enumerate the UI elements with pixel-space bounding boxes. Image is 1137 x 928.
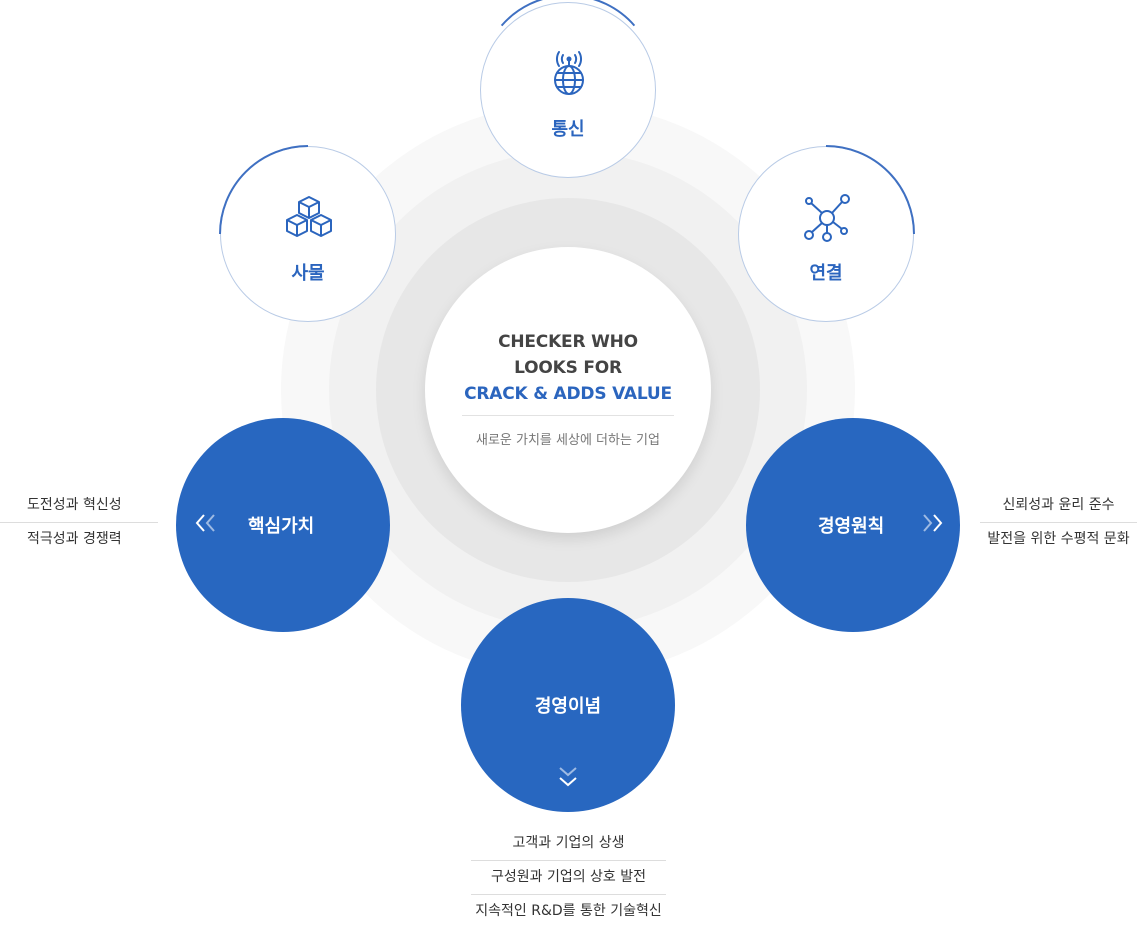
management-philosophy-list: 고객과 기업의 상생 구성원과 기업의 상호 발전 지속적인 R&D를 통한 기… — [471, 827, 666, 928]
list-item: 도전성과 혁신성 — [27, 497, 122, 513]
list-divider — [0, 522, 158, 523]
list-item: 발전을 위한 수평적 문화 — [987, 531, 1130, 547]
antenna-globe-icon — [554, 51, 584, 95]
chevron-down-icon — [559, 767, 577, 787]
network-nodes-icon — [804, 194, 850, 242]
node-things: 사물 — [219, 145, 396, 322]
list-divider — [471, 894, 666, 895]
list-divider — [471, 860, 666, 861]
node-connection: 연결 — [738, 145, 915, 322]
center-line-1: CHECKER WHO — [498, 332, 638, 352]
pillar-core-values-label: 핵심가치 — [248, 516, 315, 537]
list-item: 구성원과 기업의 상호 발전 — [490, 869, 647, 885]
core-values-list: 도전성과 혁신성 적극성과 경쟁력 — [0, 489, 158, 556]
pillar-management-philosophy-label: 경영이념 — [534, 696, 602, 717]
node-communication-label: 통신 — [551, 119, 585, 140]
list-divider — [980, 522, 1137, 523]
center-divider — [462, 415, 674, 416]
pillar-management-philosophy[interactable]: 경영이념 — [461, 598, 675, 812]
management-principles-list: 신뢰성과 윤리 준수 발전을 위한 수평적 문화 — [980, 489, 1137, 556]
pillar-core-values[interactable]: 핵심가치 — [176, 418, 390, 632]
center-subtitle: 새로운 가치를 세상에 더하는 기업 — [476, 433, 660, 448]
center-core: CHECKER WHO LOOKS FOR CRACK & ADDS VALUE… — [425, 247, 711, 533]
center-line-2: LOOKS FOR — [514, 358, 622, 378]
pillar-management-principles[interactable]: 경영원칙 — [746, 418, 960, 632]
node-things-label: 사물 — [291, 263, 325, 284]
list-item: 적극성과 경쟁력 — [27, 531, 122, 547]
chevron-right-icon — [923, 514, 943, 532]
list-item: 신뢰성과 윤리 준수 — [1002, 497, 1115, 513]
center-line-3: CRACK & ADDS VALUE — [464, 384, 672, 404]
node-communication: 통신 — [480, 0, 656, 178]
list-item: 지속적인 R&D를 통한 기술혁신 — [475, 903, 662, 919]
pillar-management-principles-label: 경영원칙 — [818, 516, 885, 537]
cubes-icon — [286, 196, 332, 237]
chevron-left-icon — [195, 514, 215, 532]
list-item: 고객과 기업의 상생 — [512, 835, 625, 851]
node-connection-label: 연결 — [809, 263, 843, 284]
